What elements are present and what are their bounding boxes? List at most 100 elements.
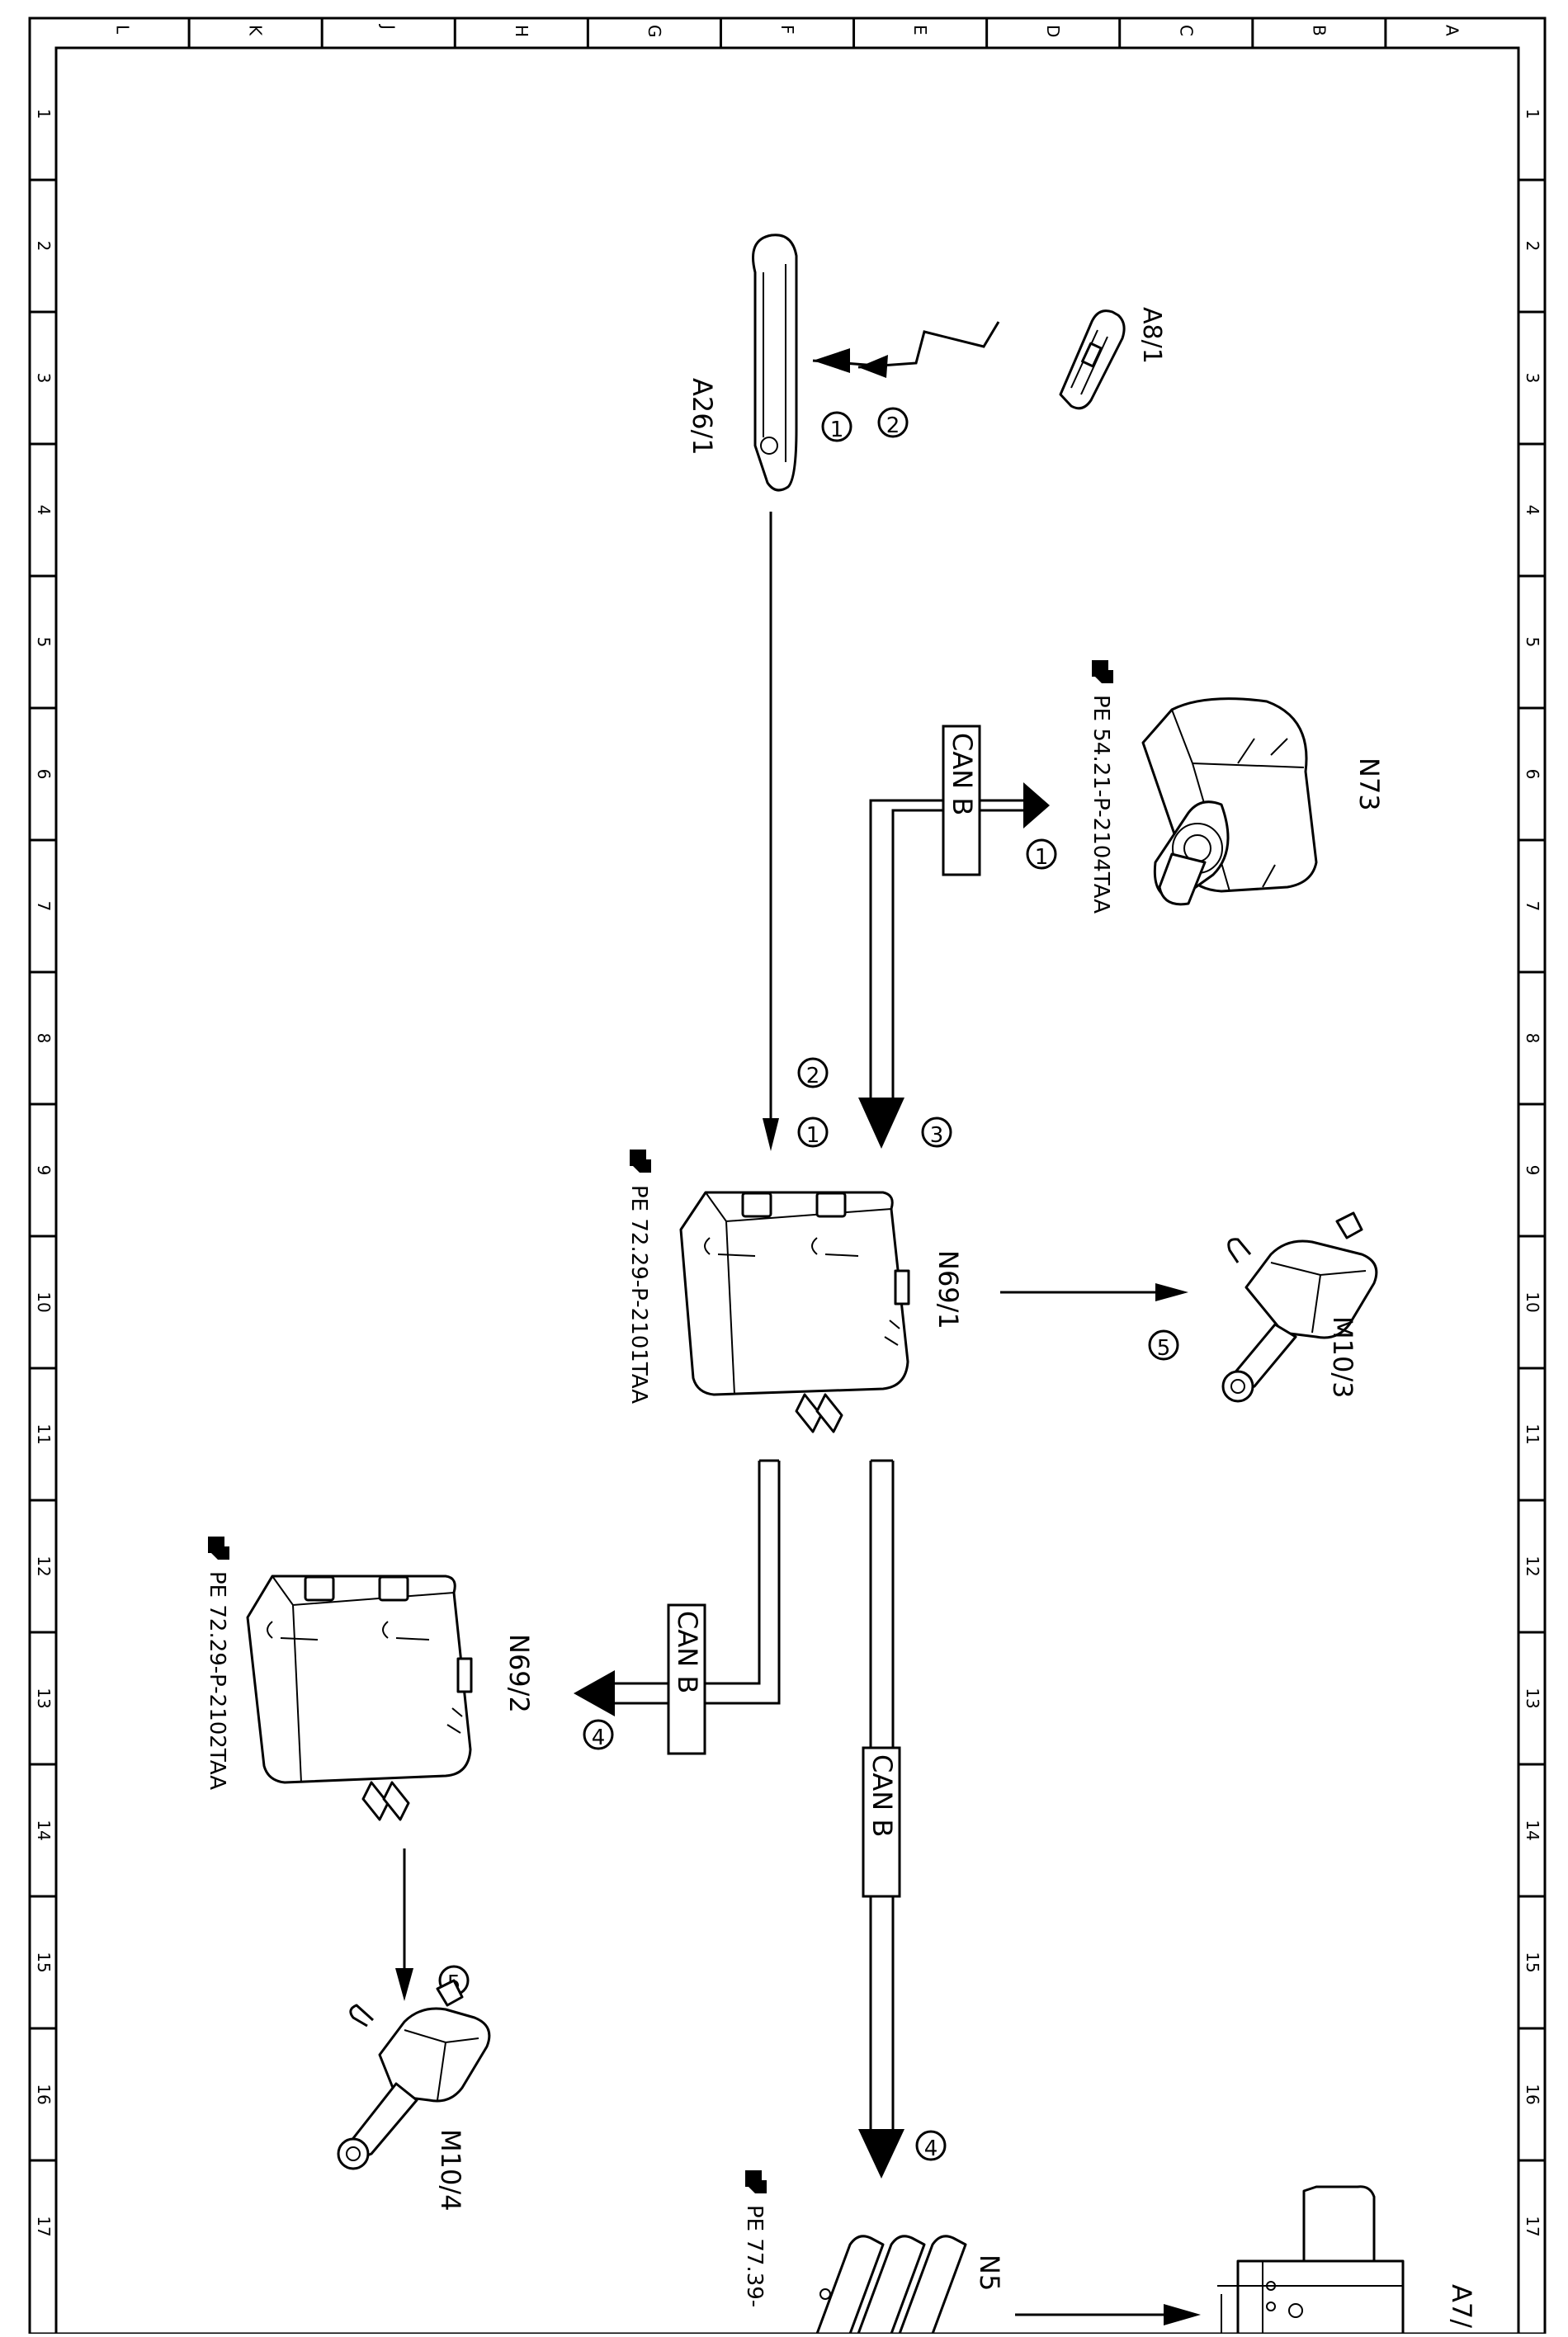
n5-label: N5 [974,2254,1005,2291]
can-b-n69-2-bus [574,1459,781,1755]
can-b-n73-bus [858,725,1050,1149]
grid-row-number-right: 8 [1523,1033,1542,1044]
grid-row-number-left: 10 [34,1291,54,1312]
grid-row-number-left: 1 [34,109,54,120]
grid-row-number-right: 13 [1523,1688,1542,1708]
grid-row-number-right: 7 [1523,901,1542,912]
grid-row-number-left: 14 [34,1820,54,1840]
grid-row-number-left: 7 [34,901,54,912]
grid-row-number-right: 16 [1523,2084,1542,2104]
grid-row-number-right: 4 [1523,505,1542,516]
grid-row-number-left: 5 [34,637,54,648]
svg-text:1: 1 [806,1123,820,1148]
can-b-top-label: CAN B [947,733,978,815]
wireless-signal-icon [812,321,1000,378]
grid-row-number-left: 12 [34,1556,54,1576]
grid-row-number-left: 2 [34,241,54,252]
grid-row-number-left: 8 [34,1033,54,1044]
n73-label: N73 [1353,758,1385,811]
grid-row-number-left: 16 [34,2084,54,2104]
svg-text:1: 1 [830,418,844,442]
n5-reference: PE 77.39- [742,2205,767,2307]
can-b-n5-bus [858,1459,904,2179]
grid-row-ticks [30,178,1545,2162]
n73-manual-ref-icon [1092,660,1113,683]
n69-1-reference: PE 72.29-P-2101TAA [626,1185,651,1404]
a7-unit-icon [1217,2185,1405,2335]
a26-to-n69-1-arrowhead [763,1118,779,1151]
svg-text:3: 3 [930,1123,944,1148]
grid-column-letter: E [910,25,930,35]
m10-4-actuator-motor-icon [337,1979,491,2170]
n69-1-label: N69/1 [933,1250,964,1329]
grid-row-number-right: 15 [1523,1952,1542,1972]
a26-step-1-marker: 1 [821,411,852,442]
m10-3-actuator-motor-icon [1221,1211,1378,1403]
n73-reference: PE 54.21-P-2104TAA [1089,695,1113,914]
n5-step-4-marker: 4 [915,2130,947,2161]
grid-column-letter: D [1043,25,1063,37]
svg-text:5: 5 [1157,1336,1171,1361]
grid-row-number-left: 11 [34,1423,54,1444]
n69-2-control-module-icon [246,1575,473,1821]
n69-2-reference: PE 72.29-P-2102TAA [205,1571,229,1790]
a8-1-label: A8/1 [1137,307,1166,364]
grid-row-number-left: 13 [34,1688,54,1708]
grid-row-number-left: 4 [34,505,54,516]
n5-manual-ref-icon [745,2170,767,2193]
can-b-long-label: CAN B [867,1754,898,1837]
a26-1-label: A26/1 [687,378,718,456]
grid-row-number-right: 5 [1523,637,1542,648]
n69-2-to-m10-4-arrowhead [395,1968,413,2001]
grid-row-number-left: 3 [34,373,54,384]
n73-ignition-switch-icon [1141,697,1318,906]
grid-column-ticks [187,18,1387,48]
grid-column-letter: J [379,23,399,30]
grid-row-number-right: 10 [1523,1291,1542,1312]
grid-column-letter: B [1309,25,1329,36]
grid-row-number-right: 17 [1523,2216,1542,2236]
grid-row-number-left: 9 [34,1165,54,1176]
grid-row-number-right: 14 [1523,1820,1542,1840]
a8-1-remote-key-icon [1059,309,1126,410]
grid-column-letter: A [1442,25,1462,36]
n5-module-icon [815,2235,967,2335]
grid-row-number-right: 1 [1523,109,1542,120]
m10-3-label: M10/3 [1327,1316,1358,1398]
n73-step-1-marker: 1 [1026,838,1057,870]
a26-step-2-marker: 2 [877,407,909,438]
m10-4-label: M10/4 [435,2129,466,2211]
grid-column-letter: L [113,25,133,35]
grid-row-number-right: 9 [1523,1165,1542,1176]
a7-label: A7/ [1446,2284,1477,2328]
n69-2-step-4-marker: 4 [583,1719,614,1750]
grid-column-letter: G [645,25,664,38]
grid-row-number-left: 17 [34,2216,54,2236]
m10-3-step-5-marker: 5 [1148,1329,1179,1361]
svg-text:4: 4 [592,1726,606,1750]
grid-row-number-right: 3 [1523,373,1542,384]
n69-2-manual-ref-icon [208,1537,229,1560]
grid-column-letter: K [246,25,266,36]
grid-column-letter: C [1176,25,1196,36]
a26-1-door-handle-icon [752,234,798,492]
grid-row-number-right: 11 [1523,1423,1542,1444]
n69-2-label: N69/2 [503,1634,535,1713]
grid-row-number-left: 15 [34,1952,54,1972]
n69-1-to-m10-3-arrowhead [1155,1283,1188,1301]
n5-to-a7-arrowhead [1164,2304,1201,2325]
svg-text:1: 1 [1035,845,1049,870]
n69-1-control-module-icon [679,1191,910,1433]
n69-1-step-2-marker: 2 [797,1057,829,1088]
n69-1-manual-ref-icon [630,1150,651,1173]
can-b-left-label: CAN B [672,1611,703,1693]
svg-text:2: 2 [886,413,900,438]
grid-row-number-right: 12 [1523,1556,1542,1576]
grid-row-number-right: 6 [1523,769,1542,780]
grid-column-letter: H [512,25,531,37]
svg-text:4: 4 [924,2136,938,2161]
